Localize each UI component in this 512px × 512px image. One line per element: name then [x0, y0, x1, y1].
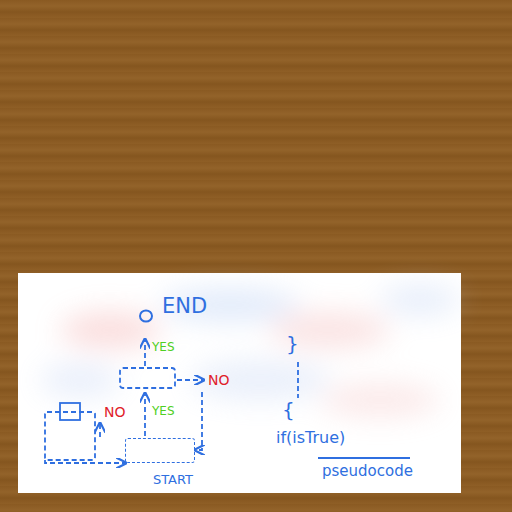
branch-label: YES	[152, 405, 175, 417]
end-terminal: END	[138, 296, 209, 321]
caption-note: pseudocode	[322, 464, 413, 479]
brace: }	[286, 334, 299, 354]
code-line: if(isTrue)	[276, 430, 345, 446]
faded-smudges	[40, 286, 460, 416]
node-label: START	[153, 473, 193, 486]
branch-label: YES	[152, 341, 175, 353]
end-circle	[138, 308, 154, 324]
branch-label: NO	[104, 405, 126, 419]
flow-sketch	[45, 340, 410, 463]
start-box: START	[125, 438, 195, 463]
node-label: END	[162, 296, 209, 317]
brace: {	[282, 400, 295, 420]
branch-label: NO	[208, 373, 230, 387]
